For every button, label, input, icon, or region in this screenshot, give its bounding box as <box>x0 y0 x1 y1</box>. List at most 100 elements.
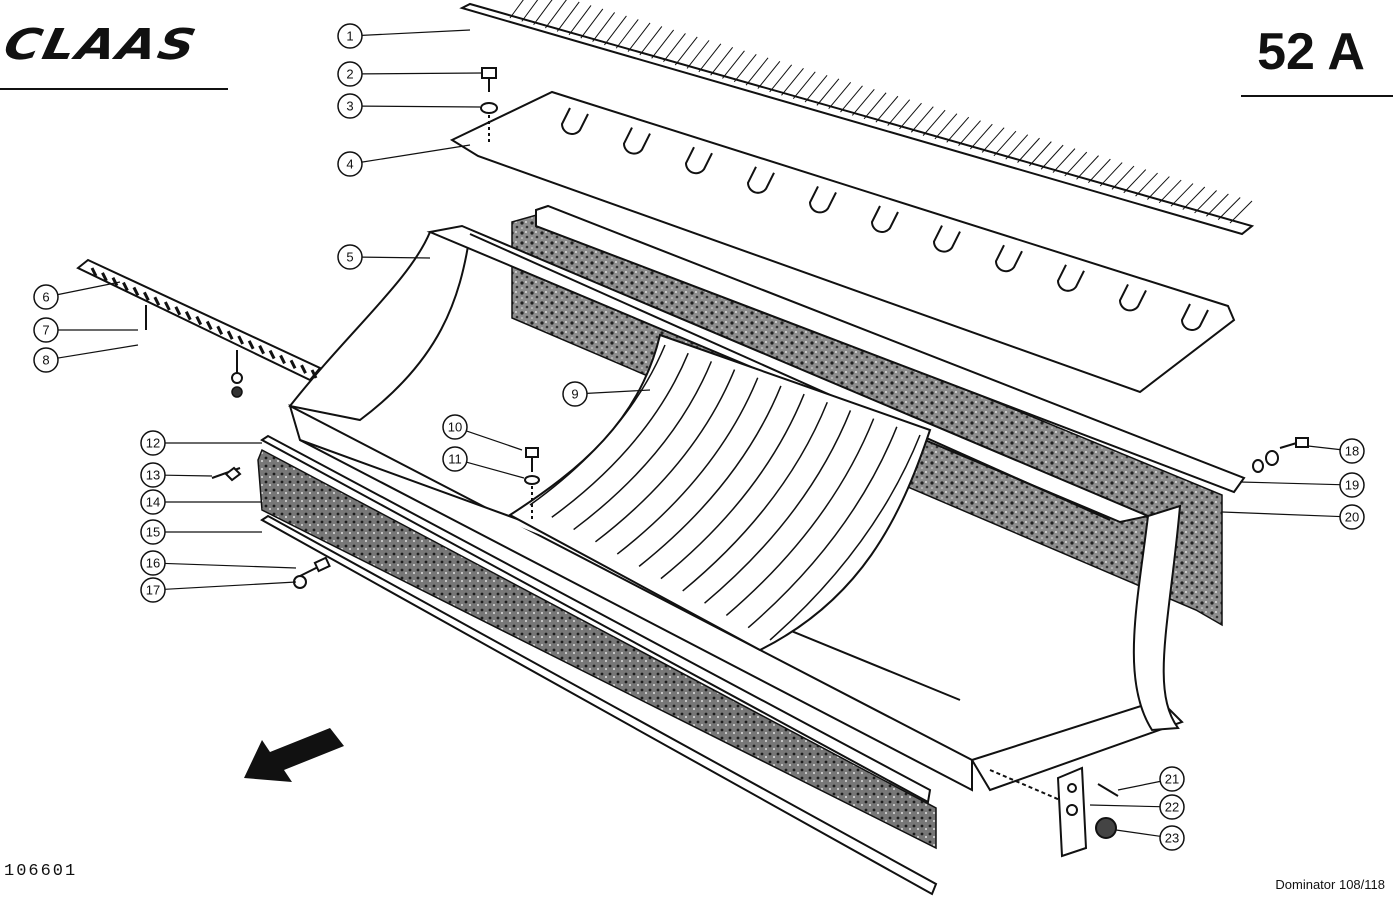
callout-9: 9 <box>562 381 588 407</box>
callout-6: 6 <box>33 284 59 310</box>
callout-8: 8 <box>33 347 59 373</box>
callout-circle <box>562 381 588 407</box>
concave-grate <box>508 333 932 652</box>
bar-serrations <box>90 267 318 379</box>
callout-circle <box>33 284 59 310</box>
callout-circle <box>33 347 59 373</box>
callout-21: 21 <box>1159 766 1185 792</box>
callout-leader <box>164 581 297 590</box>
callout-leader <box>1239 481 1341 486</box>
serrated-bar <box>76 258 322 398</box>
callout-leader <box>1221 511 1341 518</box>
callout-leader <box>361 72 483 75</box>
drawing-number: 106601 <box>4 862 78 881</box>
callout-13: 13 <box>140 462 166 488</box>
page-number: 52 A <box>1257 23 1365 81</box>
callout-circle <box>140 430 166 456</box>
callout-label: 23 <box>1165 831 1179 846</box>
callout-label: 16 <box>146 556 160 571</box>
comb-strip <box>459 0 1255 236</box>
callout-circle <box>1339 504 1365 530</box>
comb-tines <box>509 0 1253 224</box>
callout-3: 3 <box>337 93 363 119</box>
callout-23: 23 <box>1159 825 1185 851</box>
callout-leader <box>361 29 471 37</box>
callout-7: 7 <box>33 317 59 343</box>
callout-10: 10 <box>442 414 468 440</box>
callout-11: 11 <box>442 446 468 472</box>
header-rule-left <box>0 88 228 90</box>
rear-bolt-set <box>1252 437 1309 473</box>
callout-label: 12 <box>146 436 160 451</box>
callout-circle <box>1339 472 1365 498</box>
callout-4: 4 <box>337 151 363 177</box>
callout-label: 17 <box>146 583 160 598</box>
callout-label: 21 <box>1165 772 1179 787</box>
grate-bolt <box>524 447 540 520</box>
callout-circle <box>140 550 166 576</box>
callout-circle <box>1159 766 1185 792</box>
callout-circle <box>337 244 363 270</box>
callout-leader <box>1115 829 1161 837</box>
callout-label: 2 <box>346 67 353 82</box>
front-top-strip <box>260 434 932 804</box>
callout-label: 1 <box>346 29 353 44</box>
callout-circle <box>1159 825 1185 851</box>
callout-leader <box>361 144 471 163</box>
header-rule-right <box>1241 95 1393 97</box>
callout-16: 16 <box>140 550 166 576</box>
callout-circle <box>442 414 468 440</box>
callout-leader <box>57 344 139 359</box>
callout-leader <box>586 389 651 394</box>
callout-label: 22 <box>1165 800 1179 815</box>
callout-20: 20 <box>1339 504 1365 530</box>
callout-leader <box>1089 804 1161 808</box>
callout-circle <box>1159 794 1185 820</box>
callout-label: 19 <box>1345 478 1359 493</box>
callout-circle <box>140 519 166 545</box>
callout-label: 3 <box>346 99 353 114</box>
plate-slots <box>560 107 1209 331</box>
callout-17: 17 <box>140 577 166 603</box>
callout-18: 18 <box>1339 438 1365 464</box>
slotted-cover-plate <box>449 90 1236 394</box>
callout-leader <box>466 430 523 451</box>
callout-circle <box>337 61 363 87</box>
direction-arrow <box>244 728 344 782</box>
callout-label: 10 <box>448 420 462 435</box>
front-strip-bolt <box>211 466 242 482</box>
front-bolt-nut <box>293 556 331 589</box>
callout-leader <box>57 281 121 296</box>
callout-label: 6 <box>42 290 49 305</box>
callout-circle <box>1339 438 1365 464</box>
callout-leader <box>1307 445 1341 451</box>
callout-label: 20 <box>1345 510 1359 525</box>
callout-leader <box>164 474 213 477</box>
front-bottom-strip <box>260 514 938 896</box>
model-caption: Dominator 108/118 <box>1275 877 1385 892</box>
callout-2: 2 <box>337 61 363 87</box>
callout-leader <box>164 562 297 569</box>
callout-label: 4 <box>346 157 353 172</box>
callout-12: 12 <box>140 430 166 456</box>
callout-label: 18 <box>1345 444 1359 459</box>
side-bracket <box>989 766 1119 858</box>
callout-circle <box>140 462 166 488</box>
callout-label: 14 <box>146 495 160 510</box>
callout-label: 13 <box>146 468 160 483</box>
callout-14: 14 <box>140 489 166 515</box>
callout-label: 15 <box>146 525 160 540</box>
callout-leader <box>466 461 525 479</box>
callout-leader <box>361 256 431 259</box>
callout-label: 11 <box>448 452 462 467</box>
grate-bars <box>529 344 921 641</box>
callout-label: 7 <box>42 323 49 338</box>
rear-angle-strip <box>535 204 1246 494</box>
callout-circle <box>33 317 59 343</box>
callout-label: 9 <box>571 387 578 402</box>
cover-bolt <box>480 67 498 145</box>
callout-leader <box>361 105 481 108</box>
callout-circle <box>140 489 166 515</box>
